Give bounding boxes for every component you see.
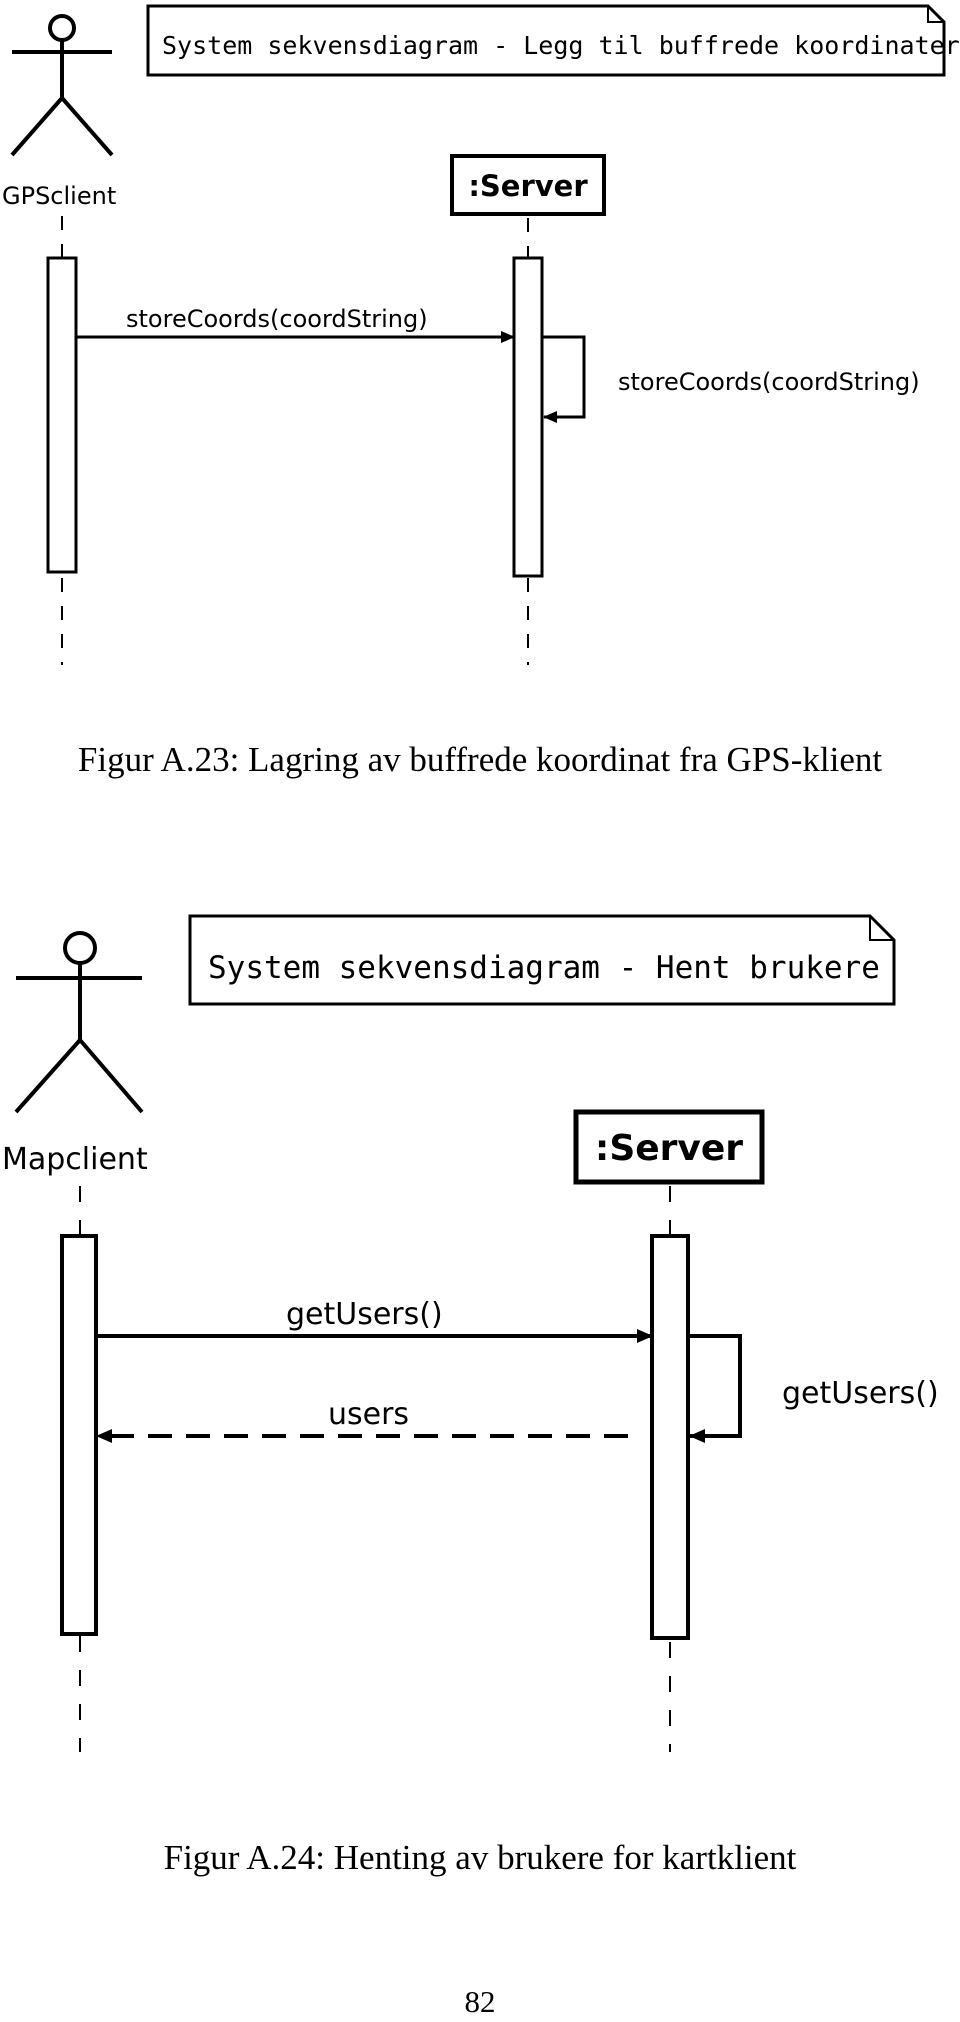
figure-caption: Figur A.23: Lagring av buffrede koordina… (77, 740, 883, 779)
note-text: System sekvensdiagram - Hent brukere (208, 950, 880, 986)
actor-label: Mapclient (2, 1142, 148, 1177)
server-activation-bar (650, 1234, 690, 1640)
server-lifeline-header: :Server (450, 154, 606, 216)
note-text: System sekvensdiagram - Legg til buffred… (162, 31, 960, 60)
diagram-canvas: System sekvensdiagram - Hent brukere Map… (2, 914, 939, 1752)
self-call-label: storeCoords(coordString) (618, 368, 920, 396)
self-call-label: getUsers() (782, 1376, 939, 1411)
self-call-arrow (542, 335, 586, 423)
diagram-canvas: System sekvensdiagram - Legg til buffred… (2, 4, 960, 665)
diagram-note: System sekvensdiagram - Hent brukere (188, 914, 896, 1006)
server-label: :Server (468, 169, 588, 203)
sequence-diagram-store-coords: System sekvensdiagram - Legg til buffred… (0, 0, 960, 680)
figure-caption: Figur A.24: Henting av brukere for kartk… (163, 1838, 797, 1877)
actor-label: GPSclient (2, 182, 116, 210)
call-label: storeCoords(coordString) (126, 305, 428, 333)
call-label: getUsers() (286, 1297, 443, 1332)
sequence-diagram-get-users: System sekvensdiagram - Hent brukere Map… (0, 900, 960, 1780)
server-activation-bar (512, 256, 544, 578)
actor-figure (14, 931, 144, 1114)
actor-figure (10, 14, 114, 157)
return-label: users (328, 1397, 409, 1432)
page-number: 82 (464, 1984, 496, 2019)
actor-activation-bar (46, 256, 78, 574)
server-lifeline-header: :Server (573, 1109, 765, 1185)
lifelines (61, 216, 529, 665)
self-call-arrow (688, 1334, 742, 1443)
diagram-note: System sekvensdiagram - Legg til buffred… (146, 4, 960, 77)
actor-activation-bar (60, 1234, 98, 1636)
lifelines (79, 1186, 671, 1752)
server-label: :Server (595, 1128, 743, 1169)
